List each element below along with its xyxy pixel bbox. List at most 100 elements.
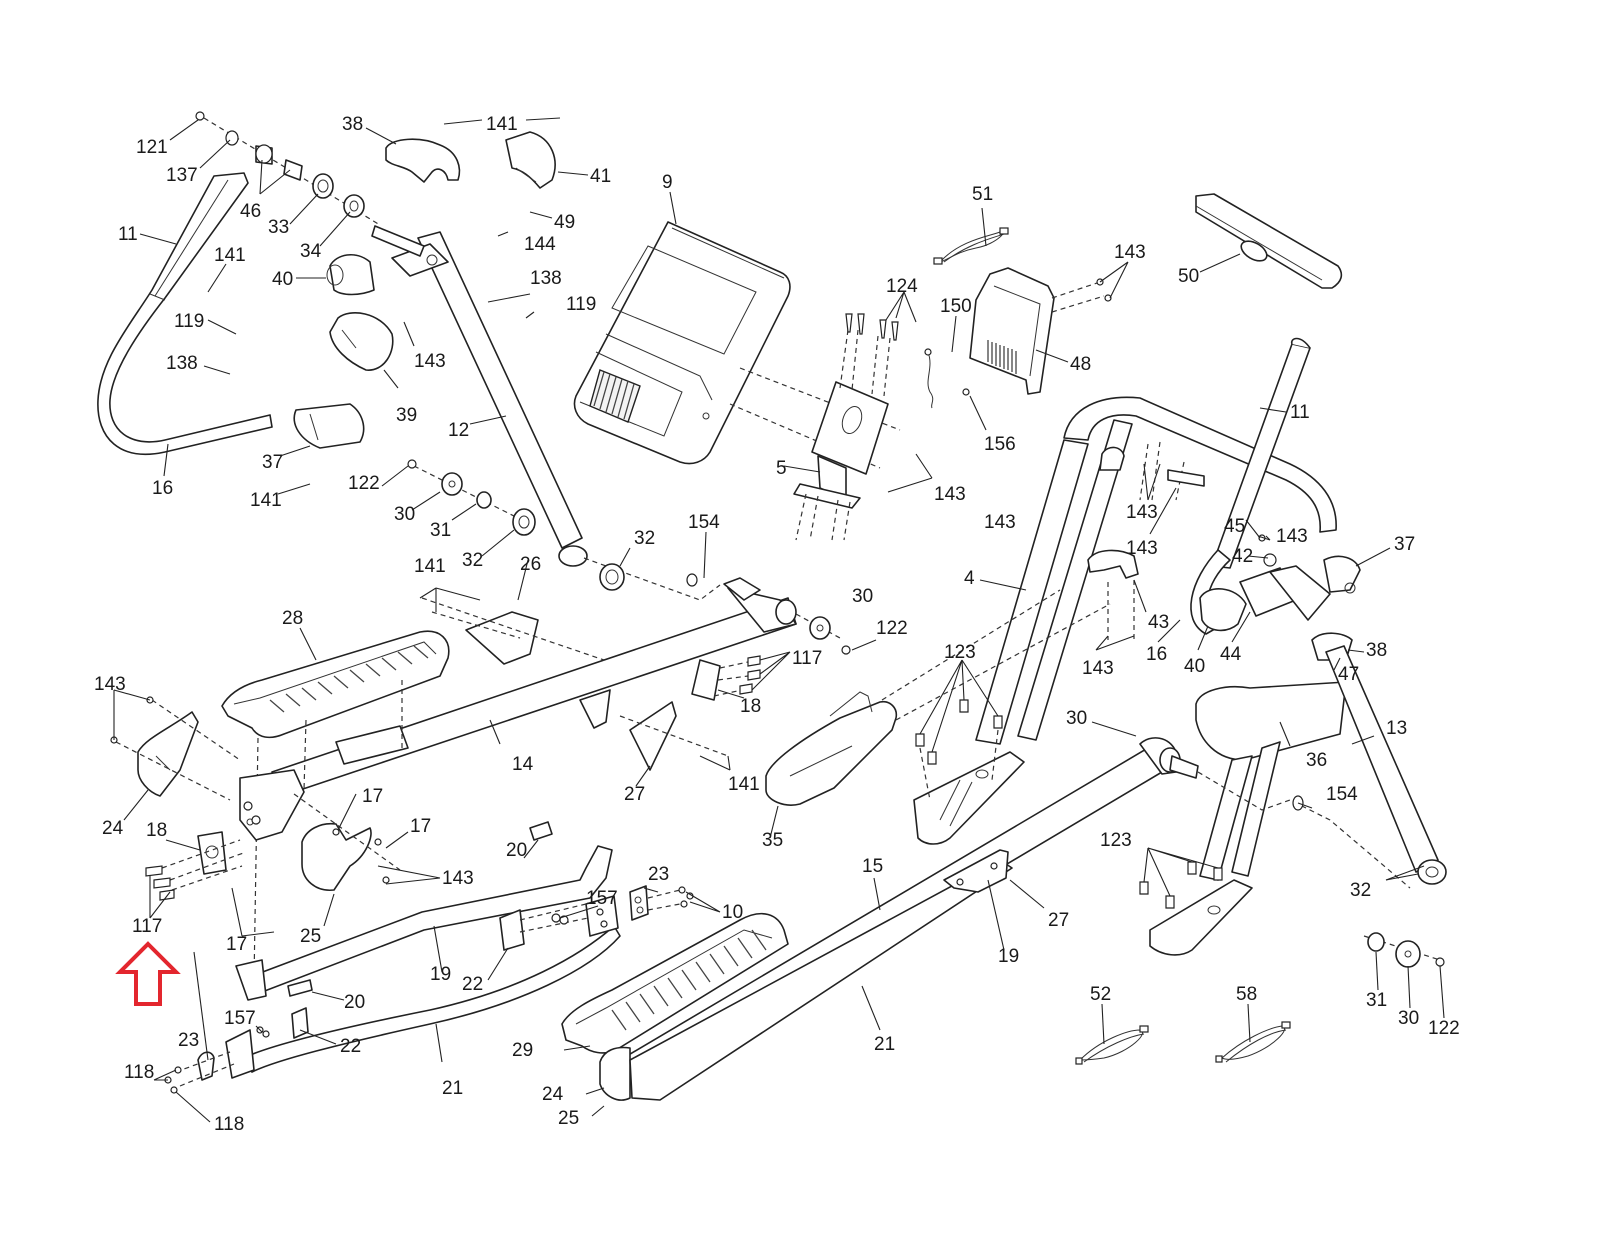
pivot-hardware-chain: [195, 111, 381, 226]
callout-37-left: 37: [262, 452, 283, 473]
callout-16-left: 16: [152, 478, 173, 499]
callout-11-left: 11: [118, 224, 138, 245]
callout-118-b: 118: [214, 1114, 244, 1135]
callout-45: 45: [1224, 516, 1245, 537]
callout-143-f: 143: [1126, 538, 1158, 559]
callout-157-a: 157: [586, 888, 618, 909]
callout-40-left: 40: [272, 269, 293, 290]
callout-23-b: 23: [178, 1030, 199, 1051]
callout-27-b: 27: [1048, 910, 1069, 931]
left-upper-handlebar: [97, 172, 273, 456]
callout-32-a: 32: [462, 550, 483, 571]
callout-26: 26: [520, 554, 541, 575]
callout-143-g: 143: [1276, 526, 1308, 547]
callout-33: 33: [268, 217, 289, 238]
callout-51: 51: [972, 184, 993, 205]
callout-40-right: 40: [1184, 656, 1205, 677]
callout-123-a: 123: [944, 642, 976, 663]
callout-9: 9: [662, 172, 673, 193]
callout-143-j: 143: [442, 868, 474, 889]
callout-122-c: 122: [1428, 1018, 1460, 1039]
callout-143-c: 143: [934, 484, 966, 505]
callout-143-h: 143: [1082, 658, 1114, 679]
shroud-24-left: [110, 696, 241, 801]
callout-38: 38: [342, 114, 363, 135]
callout-19-a: 19: [430, 964, 451, 985]
right-pedal-29: [561, 849, 1013, 1101]
console-rear-cover-48: [962, 267, 1112, 396]
callout-21-b: 21: [874, 1034, 895, 1055]
callout-15: 15: [862, 856, 883, 877]
left-pedal-28: [221, 630, 450, 981]
callout-32-c: 32: [1350, 880, 1371, 901]
callout-47: 47: [1338, 664, 1359, 685]
callout-34: 34: [300, 241, 322, 262]
pivot-axle-hardware-left: [407, 459, 721, 601]
callout-143-a: 143: [414, 351, 446, 372]
callout-44: 44: [1220, 644, 1242, 665]
callout-24-b: 24: [542, 1084, 564, 1105]
wire-58: [1215, 1021, 1291, 1063]
callout-141-d: 141: [414, 556, 446, 577]
bracket-18-lower: [145, 831, 247, 901]
rear-frame-screws-143: [1107, 441, 1205, 640]
callout-41: 41: [590, 166, 611, 187]
callout-28: 28: [282, 608, 303, 629]
wire-150: [924, 348, 934, 409]
callout-154-a: 154: [688, 512, 720, 533]
cover-40-left: [326, 254, 375, 296]
callout-141-b: 141: [214, 245, 246, 266]
callout-11-right: 11: [1290, 402, 1310, 423]
callout-119-b: 119: [174, 311, 204, 332]
callout-138-a: 138: [530, 268, 562, 289]
callout-50: 50: [1178, 266, 1199, 287]
callout-10: 10: [722, 902, 743, 923]
callout-122-b: 122: [876, 618, 908, 639]
callout-18-b: 18: [146, 820, 167, 841]
right-upper-handlebar: [1190, 337, 1311, 635]
callout-labels: 121 137 46 33 34 38 141 41 49 144 11 141…: [94, 114, 1460, 1135]
callout-29: 29: [512, 1040, 533, 1061]
callout-19-b: 19: [998, 946, 1019, 967]
callout-48: 48: [1070, 354, 1091, 375]
shroud-26: [421, 597, 605, 665]
callout-154-b: 154: [1326, 784, 1358, 805]
upper-shroud-38: [385, 138, 461, 183]
callout-122-a: 122: [348, 473, 380, 494]
callout-27-a: 27: [624, 784, 645, 805]
pedal-bracket-left: [239, 769, 305, 841]
callout-52: 52: [1090, 984, 1111, 1005]
highlight-arrow-icon: [115, 941, 181, 1006]
wire-51: [933, 227, 1009, 265]
callout-117-a: 117: [792, 648, 822, 669]
parts-layer: [97, 111, 1447, 1101]
callout-31-a: 31: [430, 520, 451, 541]
shroud-39: [329, 312, 394, 371]
shroud-27-upper: [579, 689, 729, 771]
callout-157-b: 157: [224, 1008, 256, 1029]
console-mount-5: [793, 313, 899, 541]
callout-138-b: 138: [166, 353, 198, 374]
callout-119-a: 119: [566, 294, 596, 315]
accessory-tray-50: [1195, 193, 1343, 289]
left-lower-rail-19-21: [164, 821, 694, 1094]
callout-30-b: 30: [1066, 708, 1087, 729]
callout-156: 156: [984, 434, 1016, 455]
callout-124: 124: [886, 276, 918, 297]
callout-141-c: 141: [250, 490, 282, 511]
callout-22-b: 22: [340, 1036, 361, 1057]
callout-30-d: 30: [1398, 1008, 1419, 1029]
callout-36: 36: [1306, 750, 1327, 771]
callout-4: 4: [964, 568, 975, 589]
callout-143-d: 143: [984, 512, 1016, 533]
callout-14: 14: [512, 754, 534, 775]
callout-49: 49: [554, 212, 575, 233]
callout-30-a: 30: [394, 504, 415, 525]
leader-lines: [113, 117, 1445, 1123]
callout-143-i: 143: [94, 674, 126, 695]
callout-22-a: 22: [462, 974, 483, 995]
callout-5: 5: [776, 458, 787, 479]
callout-31-b: 31: [1366, 990, 1387, 1011]
callout-144: 144: [524, 234, 556, 255]
